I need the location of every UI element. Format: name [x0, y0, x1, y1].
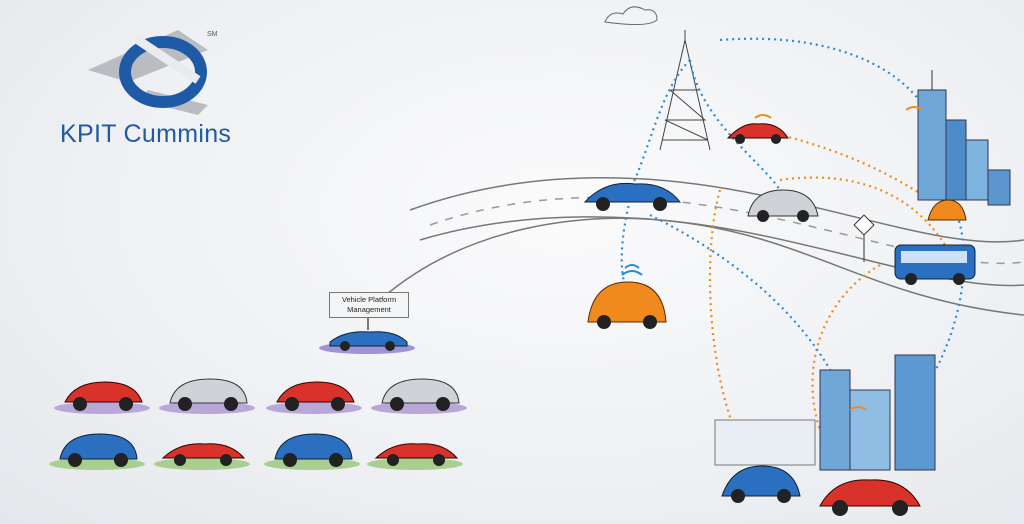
- connected-cars: [583, 123, 976, 516]
- kpit-logo: [88, 20, 288, 160]
- sign-post: [367, 318, 369, 330]
- wifi-signal-icons: [621, 106, 923, 411]
- car-red-4: [367, 443, 463, 470]
- vehicle-platform-grid: [49, 331, 467, 470]
- city-buildings-bottom: [714, 354, 936, 471]
- city-buildings-top: [917, 70, 1011, 206]
- vehicle-platform-sign: Vehicle Platform Management: [329, 292, 409, 318]
- road-car-orange-small: [927, 199, 967, 221]
- antenna-tower-icon: [659, 30, 711, 151]
- road-car-blue: [583, 182, 682, 211]
- road-car-silver: [747, 189, 819, 222]
- sign-line-1: Vehicle Platform: [341, 295, 397, 304]
- car-red-3: [154, 443, 250, 470]
- road-car-orange: [587, 281, 667, 329]
- service-mark: SM: [207, 31, 218, 38]
- featured-car: [319, 331, 415, 354]
- car-red-1: [54, 381, 150, 414]
- cloud-icon: [604, 6, 658, 26]
- brand-name: KPIT Cummins: [60, 120, 232, 148]
- car-silver-1: [159, 378, 255, 414]
- road-car-red-small: [726, 123, 789, 144]
- kpit-logo-icon: [88, 30, 208, 115]
- bus: [894, 244, 976, 285]
- city-car-blue: [721, 465, 801, 503]
- city-car-red: [819, 479, 921, 516]
- car-silver-2: [371, 378, 467, 414]
- sign-line-2: Management: [347, 305, 391, 314]
- car-red-2: [266, 381, 362, 414]
- road-sign-icon: [853, 214, 875, 262]
- car-blue-1: [49, 433, 145, 470]
- car-blue-2: [264, 433, 360, 470]
